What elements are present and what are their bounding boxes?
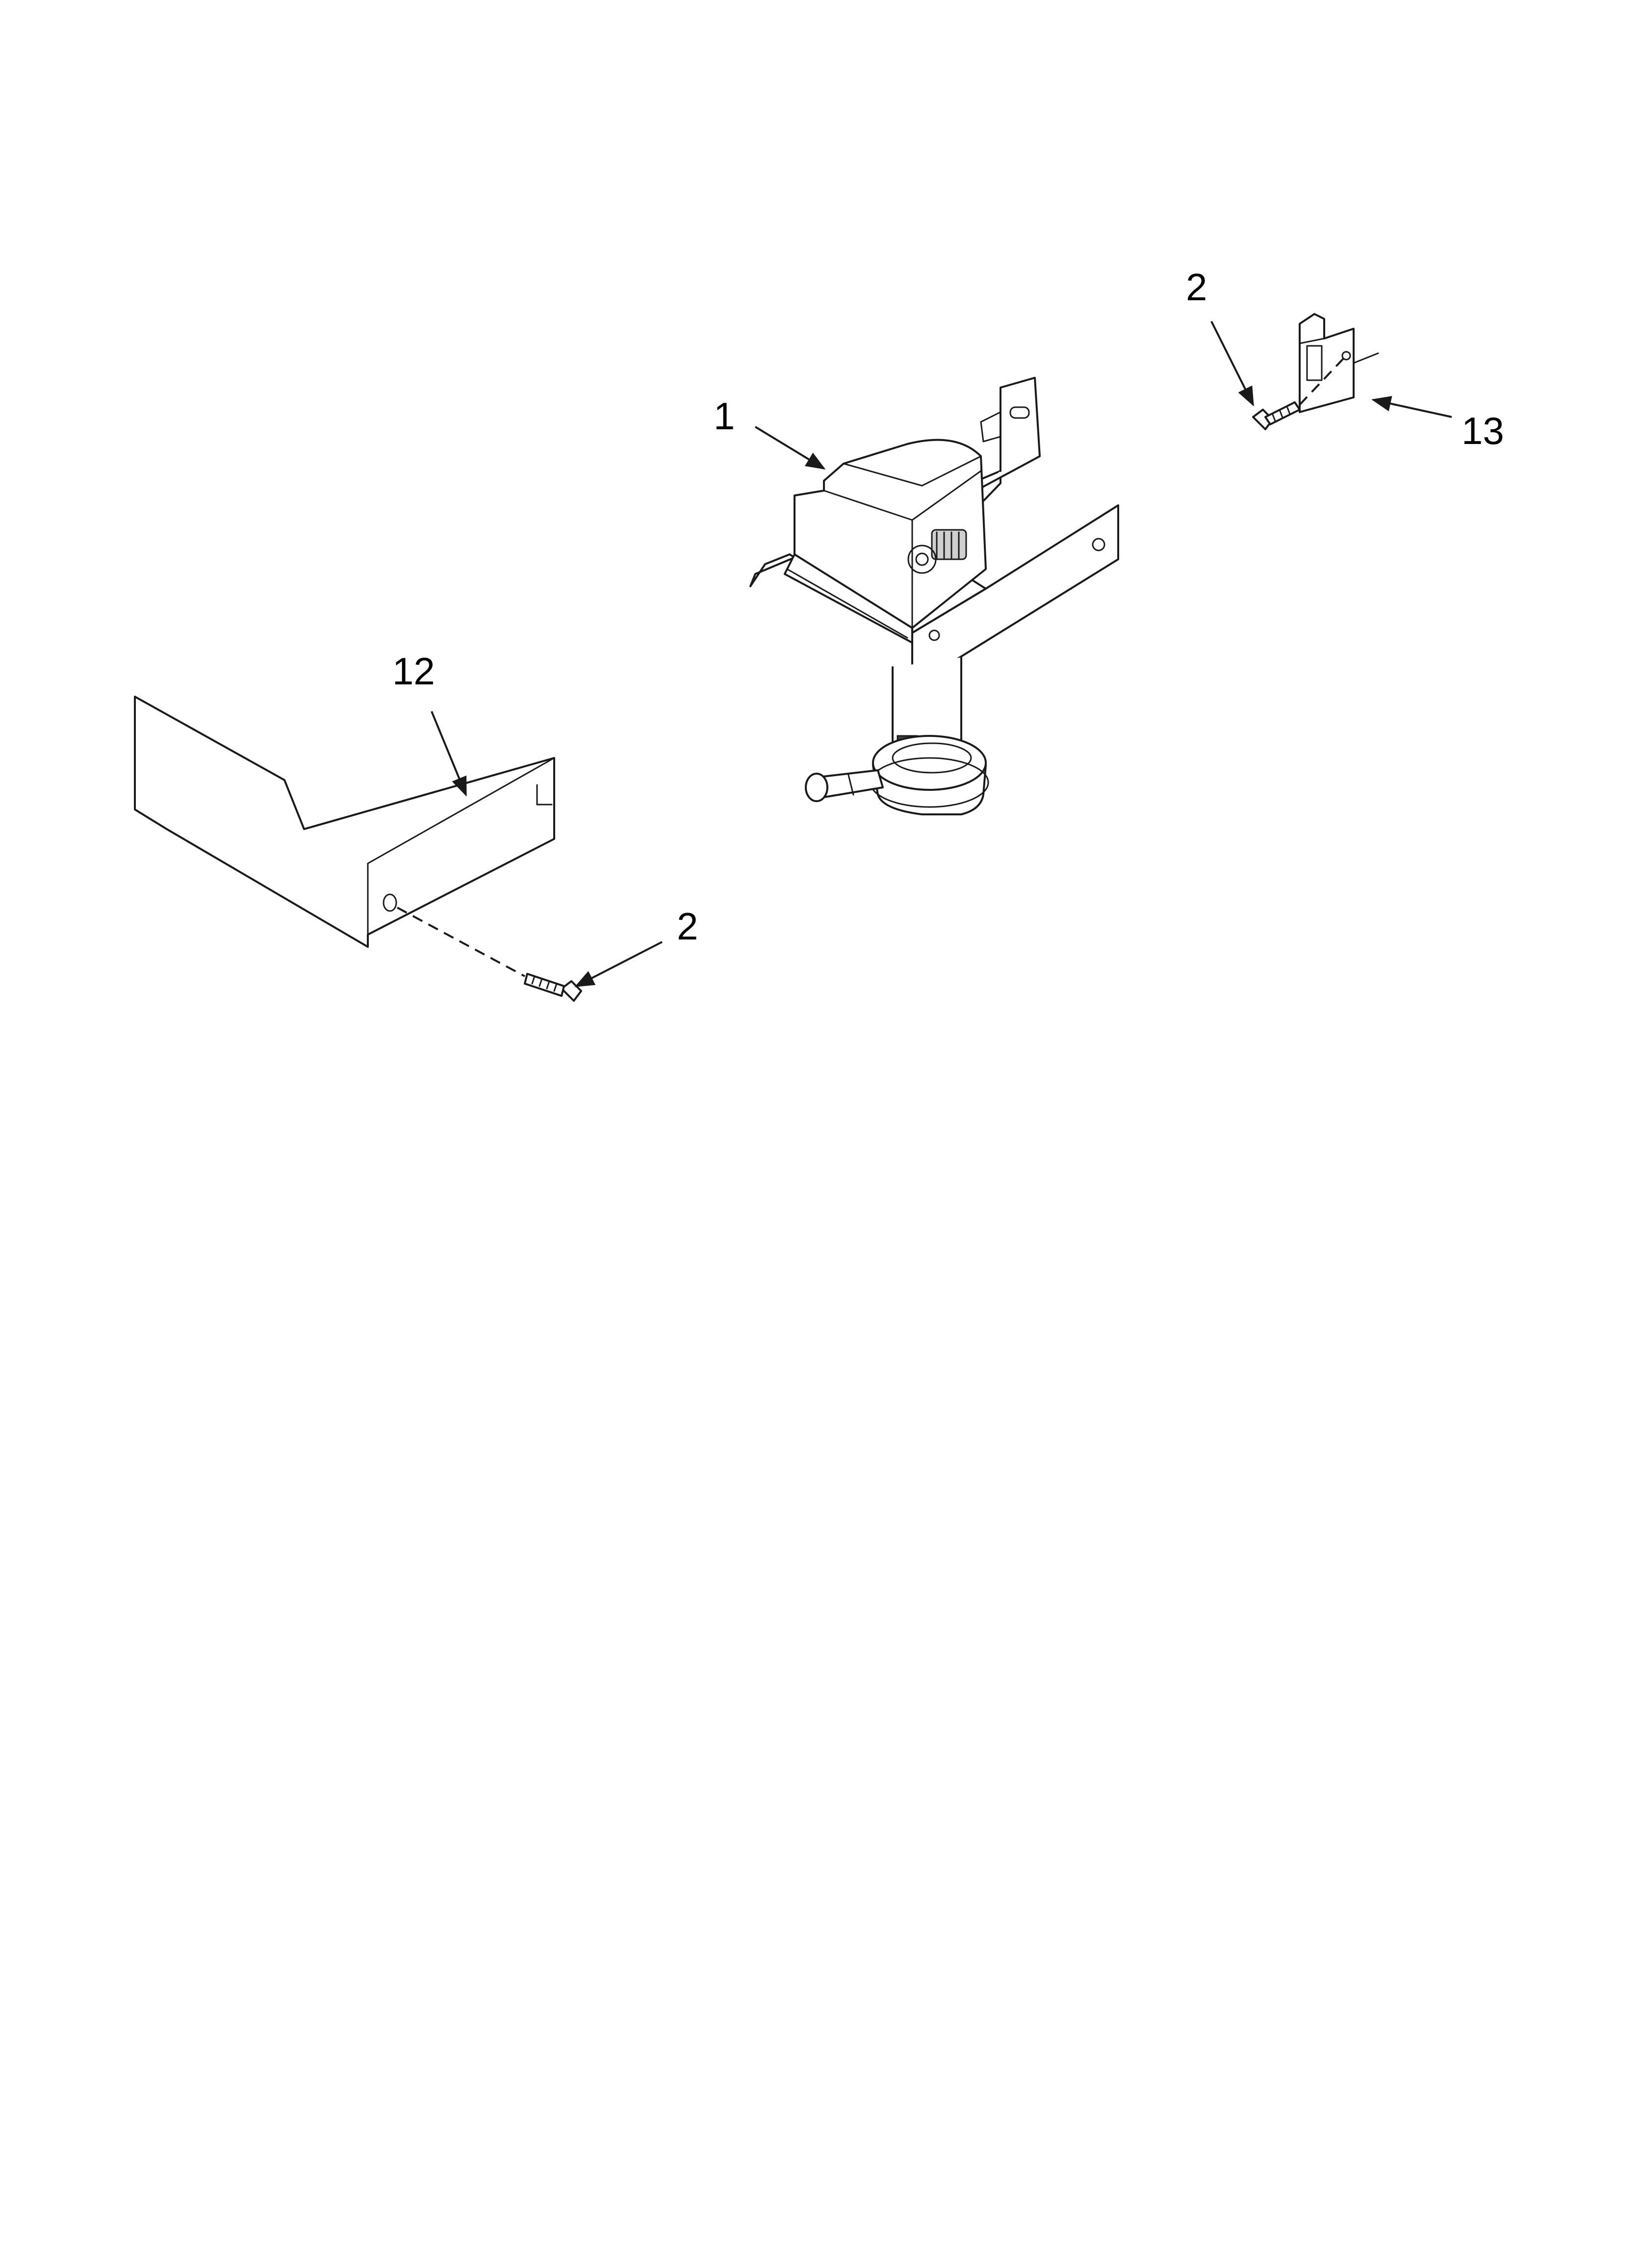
callout-part-2-lower: 2 [677, 905, 698, 948]
pump-assembly [749, 377, 1119, 815]
housing-top-edge [843, 455, 982, 487]
screw-alignment-line [1299, 357, 1345, 406]
small-bracket-tab [1353, 352, 1379, 364]
bracket-slot [1009, 406, 1030, 419]
shield-notch [536, 784, 553, 806]
tab-fold [980, 411, 1001, 443]
impeller-housing [870, 735, 989, 815]
screw-upper [1252, 401, 1301, 430]
small-bracket-hole [1341, 351, 1351, 361]
rim-line [786, 568, 908, 639]
bracket-hole [1092, 538, 1105, 551]
screw-lower [524, 973, 582, 1002]
callout-part-12: 12 [392, 650, 435, 693]
small-bracket-plate [1299, 313, 1355, 413]
leader-arrow-part-12 [431, 711, 467, 797]
shield-panel-face [134, 696, 555, 948]
small-bracket-fold [1299, 338, 1325, 344]
leader-arrow-part-13 [1371, 396, 1452, 418]
leader-arrow-part-1 [754, 426, 826, 470]
shield-top-edge [367, 757, 555, 864]
callout-part-13: 13 [1462, 409, 1504, 452]
pump-outlet-nozzle [805, 769, 884, 802]
leader-arrow-part-2-upper [1210, 321, 1254, 407]
housing-base-rim [784, 553, 913, 644]
shield-panel [134, 696, 555, 948]
callout-part-1: 1 [714, 394, 735, 438]
bracket-upright-tab [975, 377, 1041, 492]
small-bracket [1299, 313, 1379, 413]
callout-part-2-upper: 2 [1186, 265, 1207, 309]
shield-bottom-edge [134, 808, 369, 948]
shield-screw-hole [383, 893, 397, 912]
wire-connector [907, 529, 967, 574]
small-bracket-window [1306, 345, 1323, 381]
bracket-hole [928, 629, 940, 641]
screw-alignment-line [397, 907, 525, 977]
leader-arrow-part-2-lower [574, 941, 663, 987]
